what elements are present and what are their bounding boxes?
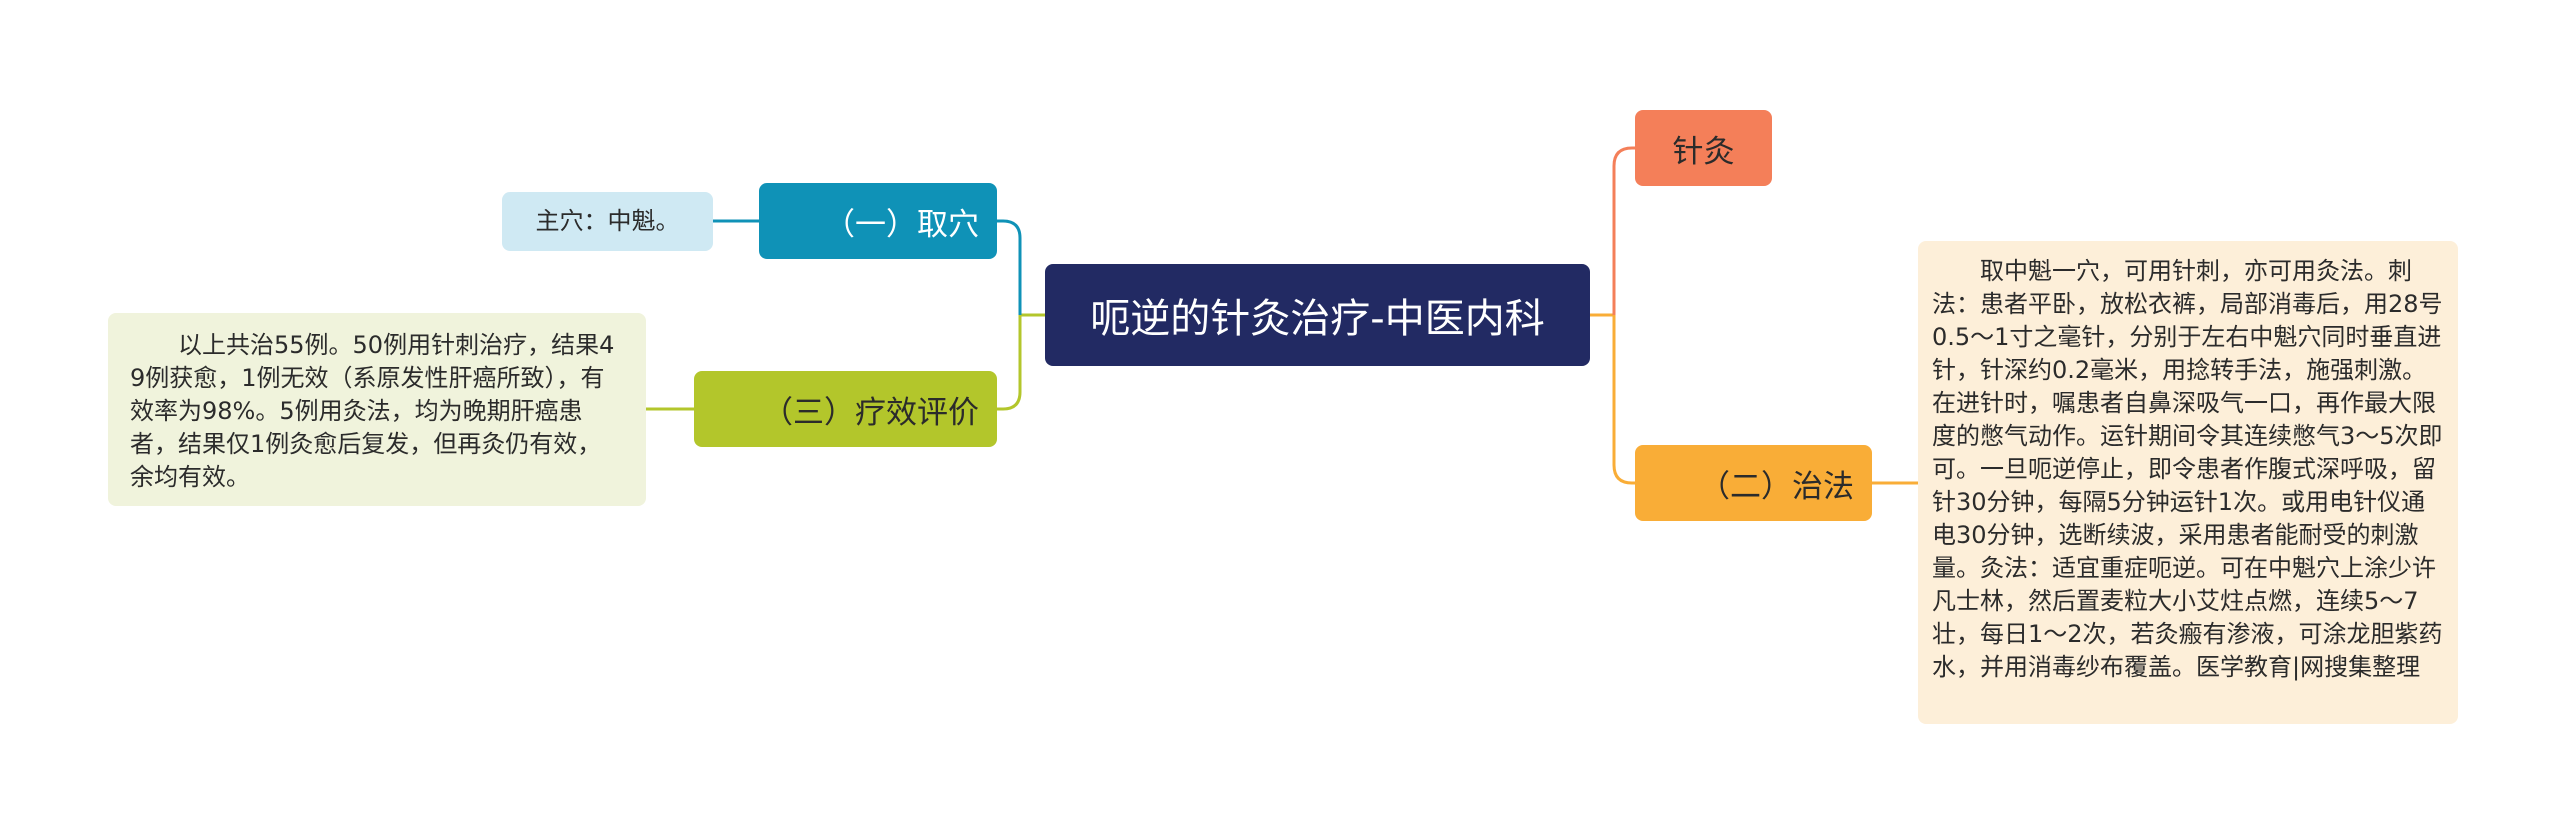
leaf-zhifa-text: 取中魁一穴，可用针刺，亦可用灸法。刺法：患者平卧，放松衣裤，局部消毒后，用28号…: [1932, 257, 2443, 681]
leaf-quxue[interactable]: 主穴：中魁。: [502, 192, 713, 251]
branch-zhenjiu-label: 针灸: [1672, 133, 1735, 170]
root-node[interactable]: 呃逆的针灸治疗-中医内科: [1045, 264, 1590, 366]
connector-liaoxiao: [997, 315, 1022, 411]
branch-liaoxiao[interactable]: （三）疗效评价: [694, 371, 997, 447]
connector-zhifa: [1612, 315, 1635, 485]
branch-liaoxiao-label: （三）疗效评价: [762, 394, 979, 431]
leaf-liaoxiao-text: 以上共治55例。50例用针刺治疗，结果49例获愈，1例无效（系原发性肝癌所致），…: [130, 331, 615, 491]
branch-zhifa-label: （二）治法: [1699, 468, 1854, 505]
root-title: 呃逆的针灸治疗-中医内科: [1090, 296, 1545, 342]
branch-quxue[interactable]: （一）取穴: [759, 183, 997, 259]
leaf-quxue-text: 主穴：中魁。: [535, 207, 680, 235]
leaf-liaoxiao[interactable]: 以上共治55例。50例用针刺治疗，结果49例获愈，1例无效（系原发性肝癌所致），…: [108, 313, 646, 506]
connector-quxue: [997, 219, 1022, 315]
branch-zhenjiu[interactable]: 针灸: [1635, 110, 1772, 186]
leaf-zhifa[interactable]: 取中魁一穴，可用针刺，亦可用灸法。刺法：患者平卧，放松衣裤，局部消毒后，用28号…: [1918, 241, 2458, 724]
branch-zhifa[interactable]: （二）治法: [1635, 445, 1872, 521]
branch-quxue-label: （一）取穴: [824, 206, 979, 243]
connector-zhenjiu: [1612, 146, 1635, 315]
